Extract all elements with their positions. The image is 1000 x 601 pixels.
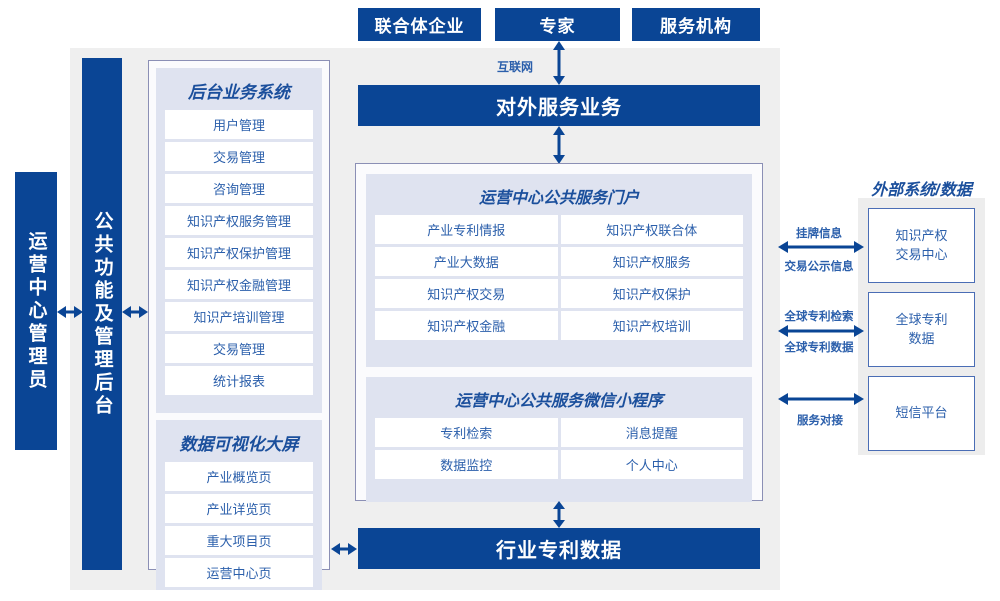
visualization-item[interactable]: 运营中心页 [165, 558, 313, 587]
portal-item-grid: 产业专利情报 知识产权联合体 产业大数据 知识产权服务 知识产权交易 知识产权保… [375, 215, 743, 340]
actor-box-expert[interactable]: 专家 [495, 8, 620, 41]
portal-item[interactable]: 知识产权联合体 [560, 215, 743, 244]
operation-center-admin-bar[interactable]: 运营中心管理员 [15, 172, 57, 450]
actor-label: 服务机构 [660, 17, 732, 36]
external-box-global-patent-data[interactable]: 全球专利 数据 [868, 292, 975, 367]
actor-label: 专家 [539, 17, 576, 36]
common-function-backend-bar[interactable]: 公共功能及管理后台 [82, 58, 122, 570]
backend-item[interactable]: 交易管理 [165, 142, 313, 171]
connector-label-internet: 互联网 [496, 60, 533, 74]
ip-exchange-arrow-icon [778, 241, 864, 253]
mini-program-item[interactable]: 专利检索 [375, 418, 558, 447]
mini-program-item[interactable]: 个人中心 [560, 450, 743, 479]
connector-label-global-patent-search: 全球专利检索 [784, 311, 854, 323]
external-systems-title: 外部系统/数据 [871, 182, 972, 199]
actor-box-service-agency[interactable]: 服务机构 [632, 8, 760, 41]
data-visualization-group: 数据可视化大屏 产业概览页 产业详览页 重大项目页 运营中心页 [156, 420, 322, 590]
admin-common-arrow-icon [57, 306, 83, 318]
backend-item[interactable]: 知识产权保护管理 [165, 238, 313, 267]
operation-center-services-panel: 运营中心公共服务门户 产业专利情报 知识产权联合体 产业大数据 知识产权服务 知… [355, 163, 763, 502]
public-service-portal-title: 运营中心公共服务门户 [478, 190, 639, 207]
visualization-item[interactable]: 重大项目页 [165, 526, 313, 555]
portal-industry-data-arrow-icon [553, 501, 565, 528]
portal-item[interactable]: 知识产权服务 [560, 247, 743, 276]
external-box-sms-platform[interactable]: 短信平台 [868, 376, 975, 451]
backend-system-group: 后台业务系统 用户管理 交易管理 咨询管理 知识产权服务管理 知识产权保护管理 … [156, 68, 322, 413]
external-box-label: 知识产权 交易中心 [895, 227, 948, 262]
connector-label-service-docking: 服务对接 [797, 415, 843, 427]
backend-industry-data-arrow-icon [331, 543, 357, 555]
external-service-business-bar[interactable]: 对外服务业务 [358, 85, 760, 126]
connector-label-global-patent-data: 全球专利数据 [784, 342, 854, 354]
common-function-backend-label: 公共功能及管理后台 [91, 210, 113, 418]
backend-item[interactable]: 知识产权金融管理 [165, 270, 313, 299]
industry-patent-data-label: 行业专利数据 [496, 540, 622, 562]
mini-program-item[interactable]: 消息提醒 [560, 418, 743, 447]
actor-box-union-enterprise[interactable]: 联合体企业 [358, 8, 481, 41]
portal-item[interactable]: 产业专利情报 [375, 215, 558, 244]
external-service-business-label: 对外服务业务 [496, 97, 622, 119]
backend-system-title: 后台业务系统 [188, 83, 290, 102]
visualization-item[interactable]: 产业概览页 [165, 462, 313, 491]
internet-arrow-icon [553, 41, 565, 85]
portal-item[interactable]: 知识产权交易 [375, 279, 558, 308]
portal-item[interactable]: 知识产权培训 [560, 311, 743, 340]
portal-item[interactable]: 产业大数据 [375, 247, 558, 276]
backend-item[interactable]: 交易管理 [165, 334, 313, 363]
external-box-ip-exchange-center[interactable]: 知识产权 交易中心 [868, 208, 975, 283]
mini-program-item[interactable]: 数据监控 [375, 450, 558, 479]
global-patent-arrow-icon [778, 325, 864, 337]
sms-platform-arrow-icon [778, 393, 864, 405]
external-box-label: 全球专利 数据 [895, 311, 948, 346]
mini-program-item-grid: 专利检索 消息提醒 数据监控 个人中心 [375, 418, 743, 479]
wechat-mini-program-title: 运营中心公共服务微信小程序 [454, 393, 663, 410]
connector-label-transaction-public-info: 交易公示信息 [784, 261, 854, 273]
backend-item[interactable]: 知识产权服务管理 [165, 206, 313, 235]
data-visualization-title: 数据可视化大屏 [179, 435, 299, 454]
public-service-portal-group: 运营中心公共服务门户 产业专利情报 知识产权联合体 产业大数据 知识产权服务 知… [366, 174, 752, 367]
connector-label-listing-info: 挂牌信息 [796, 228, 842, 240]
common-backend-arrow-icon [122, 306, 148, 318]
backend-and-visualization-panel: 后台业务系统 用户管理 交易管理 咨询管理 知识产权服务管理 知识产权保护管理 … [148, 60, 330, 590]
backend-item[interactable]: 用户管理 [165, 110, 313, 139]
actor-label: 联合体企业 [374, 17, 465, 36]
industry-patent-data-bar[interactable]: 行业专利数据 [358, 528, 760, 569]
backend-item[interactable]: 知识产培训管理 [165, 302, 313, 331]
wechat-mini-program-group: 运营中心公共服务微信小程序 专利检索 消息提醒 数据监控 个人中心 [366, 377, 752, 502]
visualization-item[interactable]: 产业详览页 [165, 494, 313, 523]
portal-item[interactable]: 知识产权保护 [560, 279, 743, 308]
external-box-label: 短信平台 [895, 405, 948, 421]
operation-center-admin-label: 运营中心管理员 [25, 230, 47, 392]
backend-item[interactable]: 咨询管理 [165, 174, 313, 203]
portal-item[interactable]: 知识产权金融 [375, 311, 558, 340]
service-to-portal-arrow-icon [553, 126, 565, 164]
backend-item[interactable]: 统计报表 [165, 366, 313, 395]
